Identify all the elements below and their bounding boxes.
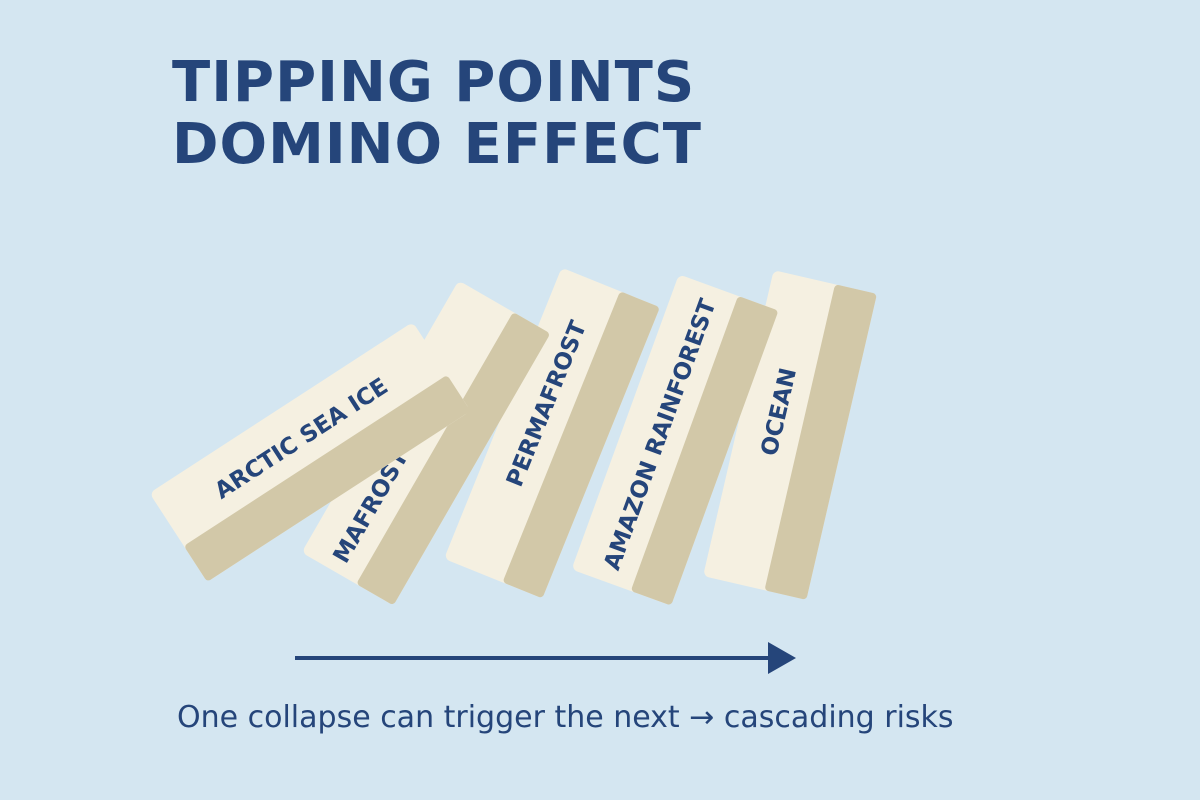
page-title: TIPPING POINTS DOMINO EFFECT <box>172 52 702 176</box>
domino-side <box>631 297 778 605</box>
caption: One collapse can trigger the next → casc… <box>177 700 954 735</box>
title-line-2: DOMINO EFFECT <box>172 112 702 177</box>
right-arrow-icon <box>295 656 773 660</box>
domino-arctic-sea-ice: ARCTIC SEA ICE <box>151 324 470 581</box>
domino-ocean: OCEAN <box>704 271 877 600</box>
domino-side <box>765 285 877 600</box>
domino-side <box>503 292 659 598</box>
domino-side <box>357 313 549 605</box>
arrow-head-icon <box>768 642 796 674</box>
domino-side <box>185 376 470 581</box>
title-line-1: TIPPING POINTS <box>172 50 696 115</box>
